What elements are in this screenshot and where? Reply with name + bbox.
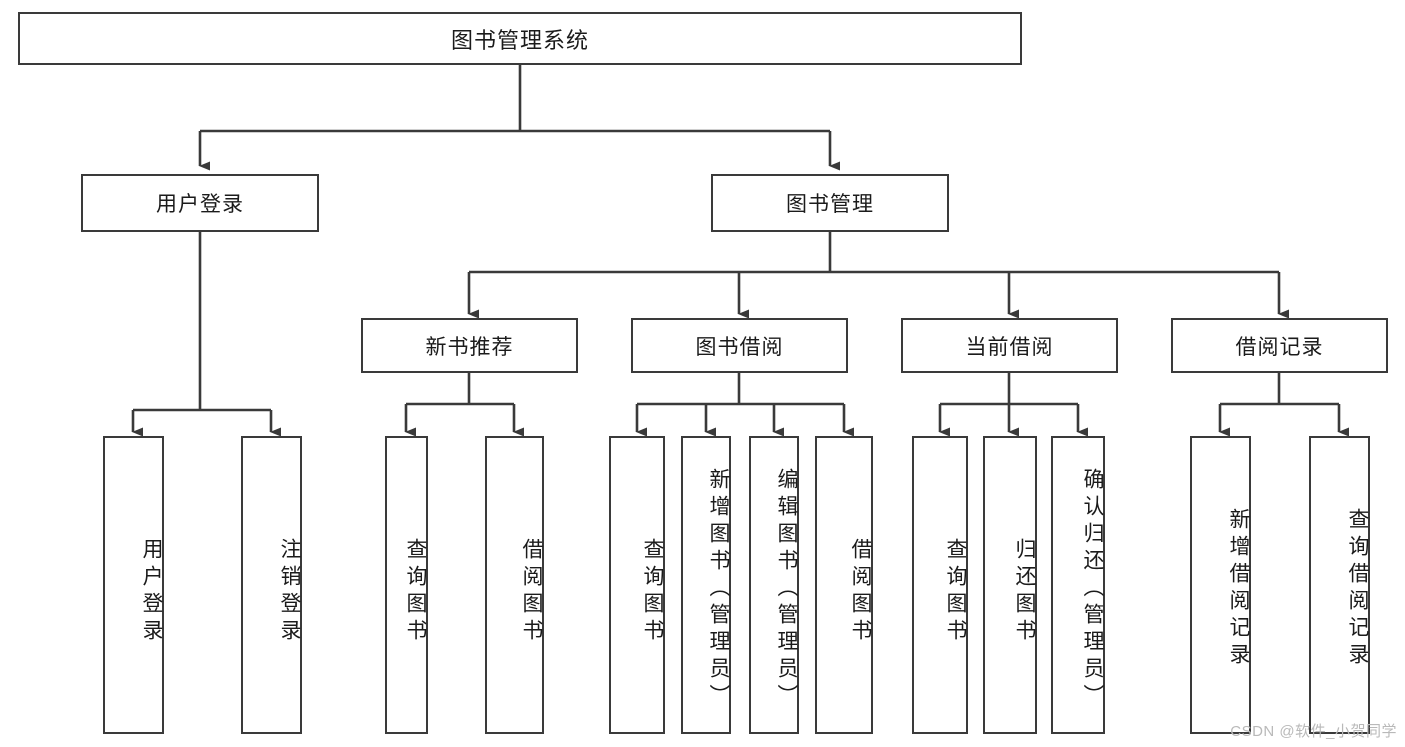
node-book-borrow[interactable]: 图书借阅 <box>631 318 848 373</box>
leaf-recommend-query-book[interactable]: 查询图书 <box>385 436 428 734</box>
leaf-record-add-record[interactable]: 新增借阅记录 <box>1190 436 1251 734</box>
node-label: 借阅记录 <box>1235 335 1324 359</box>
leaf-record-query-record[interactable]: 查询借阅记录 <box>1309 436 1370 734</box>
node-label: 借阅图书 <box>849 538 872 646</box>
leaf-user-login-login[interactable]: 用户登录 <box>103 436 164 734</box>
node-label: 图书管理 <box>786 193 874 216</box>
node-label: 查询图书 <box>944 538 967 646</box>
node-label: 新增借阅记录 <box>1227 508 1250 670</box>
node-label: 注销登录 <box>278 538 301 646</box>
node-label: 归还图书 <box>1013 538 1036 646</box>
node-user-login[interactable]: 用户登录 <box>81 174 319 232</box>
node-label: 图书管理系统 <box>450 27 589 53</box>
node-label: 查询借阅记录 <box>1346 508 1369 670</box>
node-book-management[interactable]: 图书管理 <box>711 174 949 232</box>
leaf-current-return-book[interactable]: 归还图书 <box>983 436 1037 734</box>
leaf-borrow-edit-book[interactable]: 编辑图书（管理员） <box>749 436 799 734</box>
node-new-book-recommend[interactable]: 新书推荐 <box>361 318 578 373</box>
node-label: 确认归还（管理员） <box>1081 467 1104 711</box>
node-current-borrow[interactable]: 当前借阅 <box>901 318 1118 373</box>
node-label: 当前借阅 <box>965 335 1054 359</box>
leaf-user-login-logout[interactable]: 注销登录 <box>241 436 302 734</box>
node-root-system[interactable]: 图书管理系统 <box>18 12 1022 65</box>
leaf-current-query-book[interactable]: 查询图书 <box>912 436 968 734</box>
leaf-borrow-query-book[interactable]: 查询图书 <box>609 436 665 734</box>
node-label: 新增图书（管理员） <box>707 467 730 711</box>
node-label: 新书推荐 <box>425 335 514 359</box>
node-label: 用户登录 <box>156 193 244 216</box>
leaf-recommend-borrow-book[interactable]: 借阅图书 <box>485 436 544 734</box>
leaf-borrow-add-book[interactable]: 新增图书（管理员） <box>681 436 731 734</box>
node-label: 借阅图书 <box>520 538 543 646</box>
node-label: 查询图书 <box>404 538 427 646</box>
leaf-current-confirm-return[interactable]: 确认归还（管理员） <box>1051 436 1105 734</box>
node-label: 查询图书 <box>641 538 664 646</box>
node-label: 编辑图书（管理员） <box>775 467 798 711</box>
leaf-borrow-borrow-book[interactable]: 借阅图书 <box>815 436 873 734</box>
node-label: 图书借阅 <box>695 335 784 359</box>
node-label: 用户登录 <box>140 538 163 646</box>
node-borrow-record[interactable]: 借阅记录 <box>1171 318 1388 373</box>
